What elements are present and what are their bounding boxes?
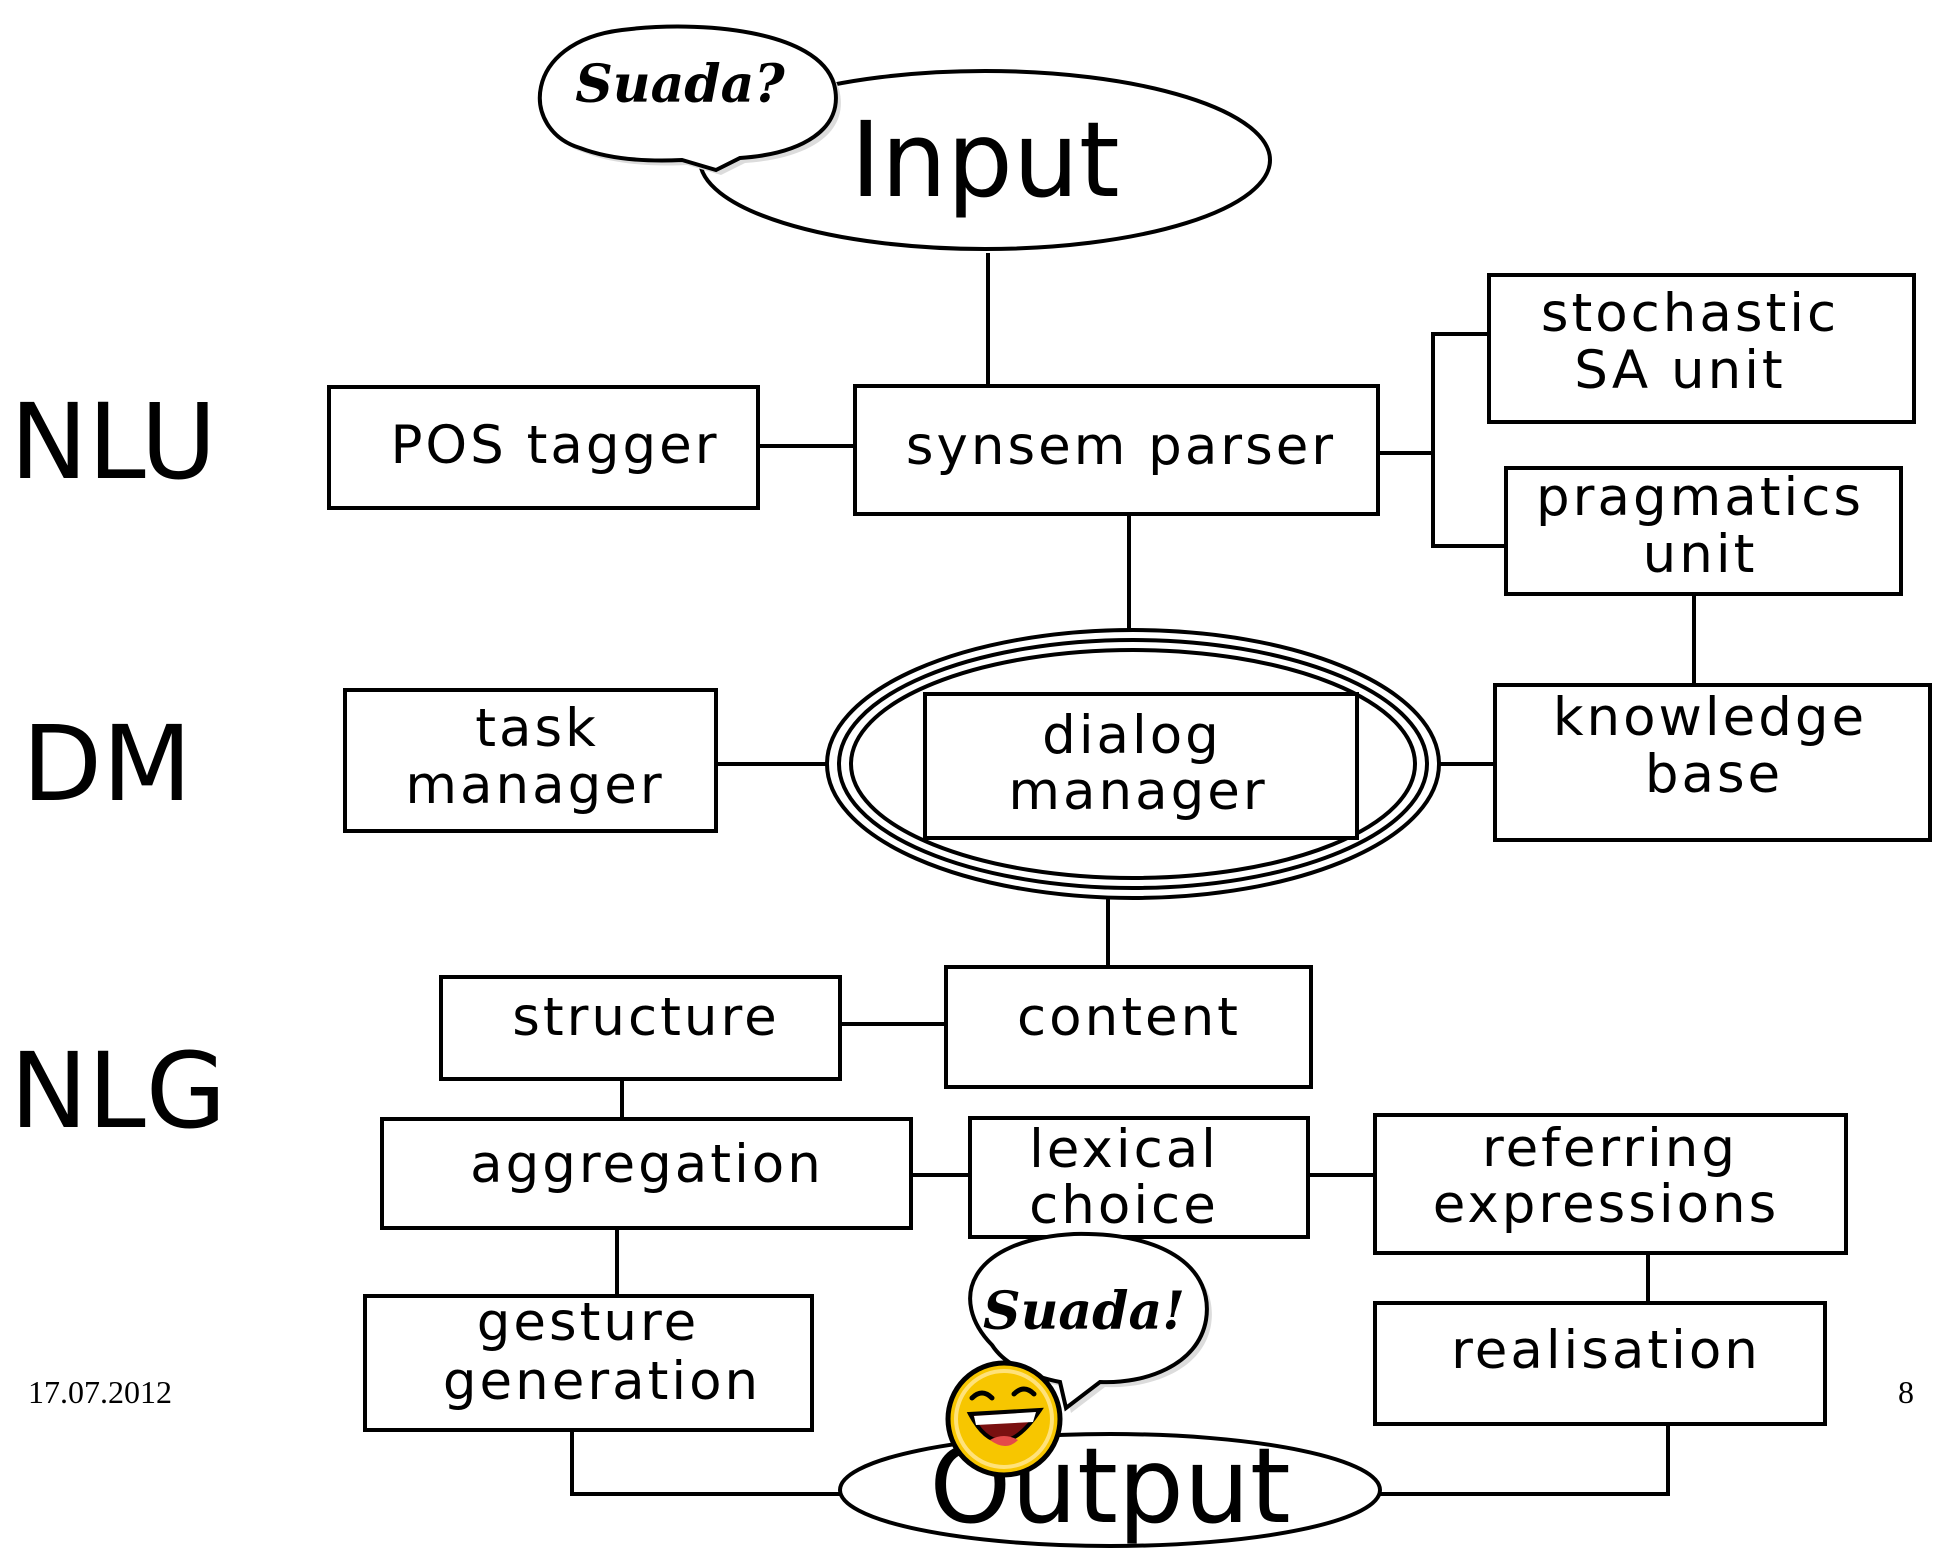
- task-manager-line1: task: [475, 698, 599, 759]
- gesture-generation-line1: gesture: [477, 1292, 699, 1353]
- referring-expressions-line2: expressions: [1433, 1174, 1780, 1235]
- speech-bubble-shape: [968, 1231, 1209, 1412]
- task-manager-box: task manager: [343, 688, 718, 833]
- section-label-nlg: NLG: [10, 1030, 226, 1152]
- pragmatics-unit-line2: unit: [1643, 524, 1758, 585]
- lexical-choice-line2: choice: [1029, 1175, 1219, 1236]
- input-speech-bubble: Suada?: [537, 24, 841, 175]
- pragmatics-unit-line1: pragmatics: [1536, 467, 1864, 528]
- aggregation-label: aggregation: [470, 1134, 824, 1195]
- synsem-parser-box: synsem parser: [853, 384, 1380, 516]
- gesture-generation-line2: generation: [443, 1351, 761, 1412]
- dialog-manager-node: dialog manager: [825, 628, 1441, 900]
- stochastic-sa-unit-line2: SA unit: [1574, 340, 1785, 401]
- knowledge-base-line2: base: [1645, 744, 1783, 805]
- connector-bracket-right: [1431, 332, 1506, 548]
- output-speech-bubble: Suada!: [968, 1231, 1212, 1413]
- laughing-smiley-icon: [945, 1360, 1063, 1478]
- pos-tagger-box: POS tagger: [327, 385, 760, 510]
- page-number: 8: [1898, 1374, 1914, 1410]
- stochastic-sa-unit-line1: stochastic: [1541, 283, 1839, 344]
- structure-label: structure: [512, 987, 780, 1048]
- section-label-nlu: NLU: [10, 381, 217, 503]
- dialog-manager-line2: manager: [1008, 761, 1267, 822]
- synsem-parser-label: synsem parser: [906, 416, 1336, 477]
- input-node: Input: [698, 69, 1272, 251]
- structure-box: structure: [439, 975, 842, 1081]
- content-box: content: [944, 965, 1313, 1089]
- connector-gesture-output: [570, 1430, 840, 1496]
- section-label-dm: DM: [22, 703, 192, 825]
- content-label: content: [1017, 987, 1241, 1048]
- input-bubble-text: Suada?: [575, 54, 785, 115]
- task-manager-line2: manager: [405, 755, 664, 816]
- referring-expressions-line1: referring: [1482, 1118, 1738, 1179]
- input-label: Input: [850, 99, 1119, 221]
- output-node: Output: [838, 1425, 1382, 1548]
- pos-tagger-label: POS tagger: [390, 415, 719, 476]
- knowledge-base-line1: knowledge: [1553, 687, 1867, 748]
- knowledge-base-box: knowledge base: [1493, 683, 1932, 842]
- realisation-label: realisation: [1451, 1320, 1761, 1381]
- realisation-box: realisation: [1373, 1301, 1827, 1426]
- connector-realisation-output: [1380, 1424, 1670, 1496]
- output-bubble-text: Suada!: [983, 1281, 1185, 1342]
- referring-expressions-box: referring expressions: [1373, 1113, 1848, 1255]
- footer-date: 17.07.2012: [28, 1374, 172, 1410]
- stochastic-sa-unit-box: stochastic SA unit: [1487, 273, 1916, 424]
- lexical-choice-box: lexical choice: [968, 1116, 1310, 1239]
- connectors: [570, 253, 1696, 1496]
- dialog-manager-line1: dialog: [1042, 705, 1222, 766]
- lexical-choice-line1: lexical: [1029, 1119, 1219, 1180]
- gesture-generation-box: gesture generation: [363, 1292, 814, 1432]
- speech-bubble-shape: [537, 24, 838, 173]
- aggregation-box: aggregation: [380, 1117, 913, 1230]
- pragmatics-unit-box: pragmatics unit: [1504, 466, 1903, 596]
